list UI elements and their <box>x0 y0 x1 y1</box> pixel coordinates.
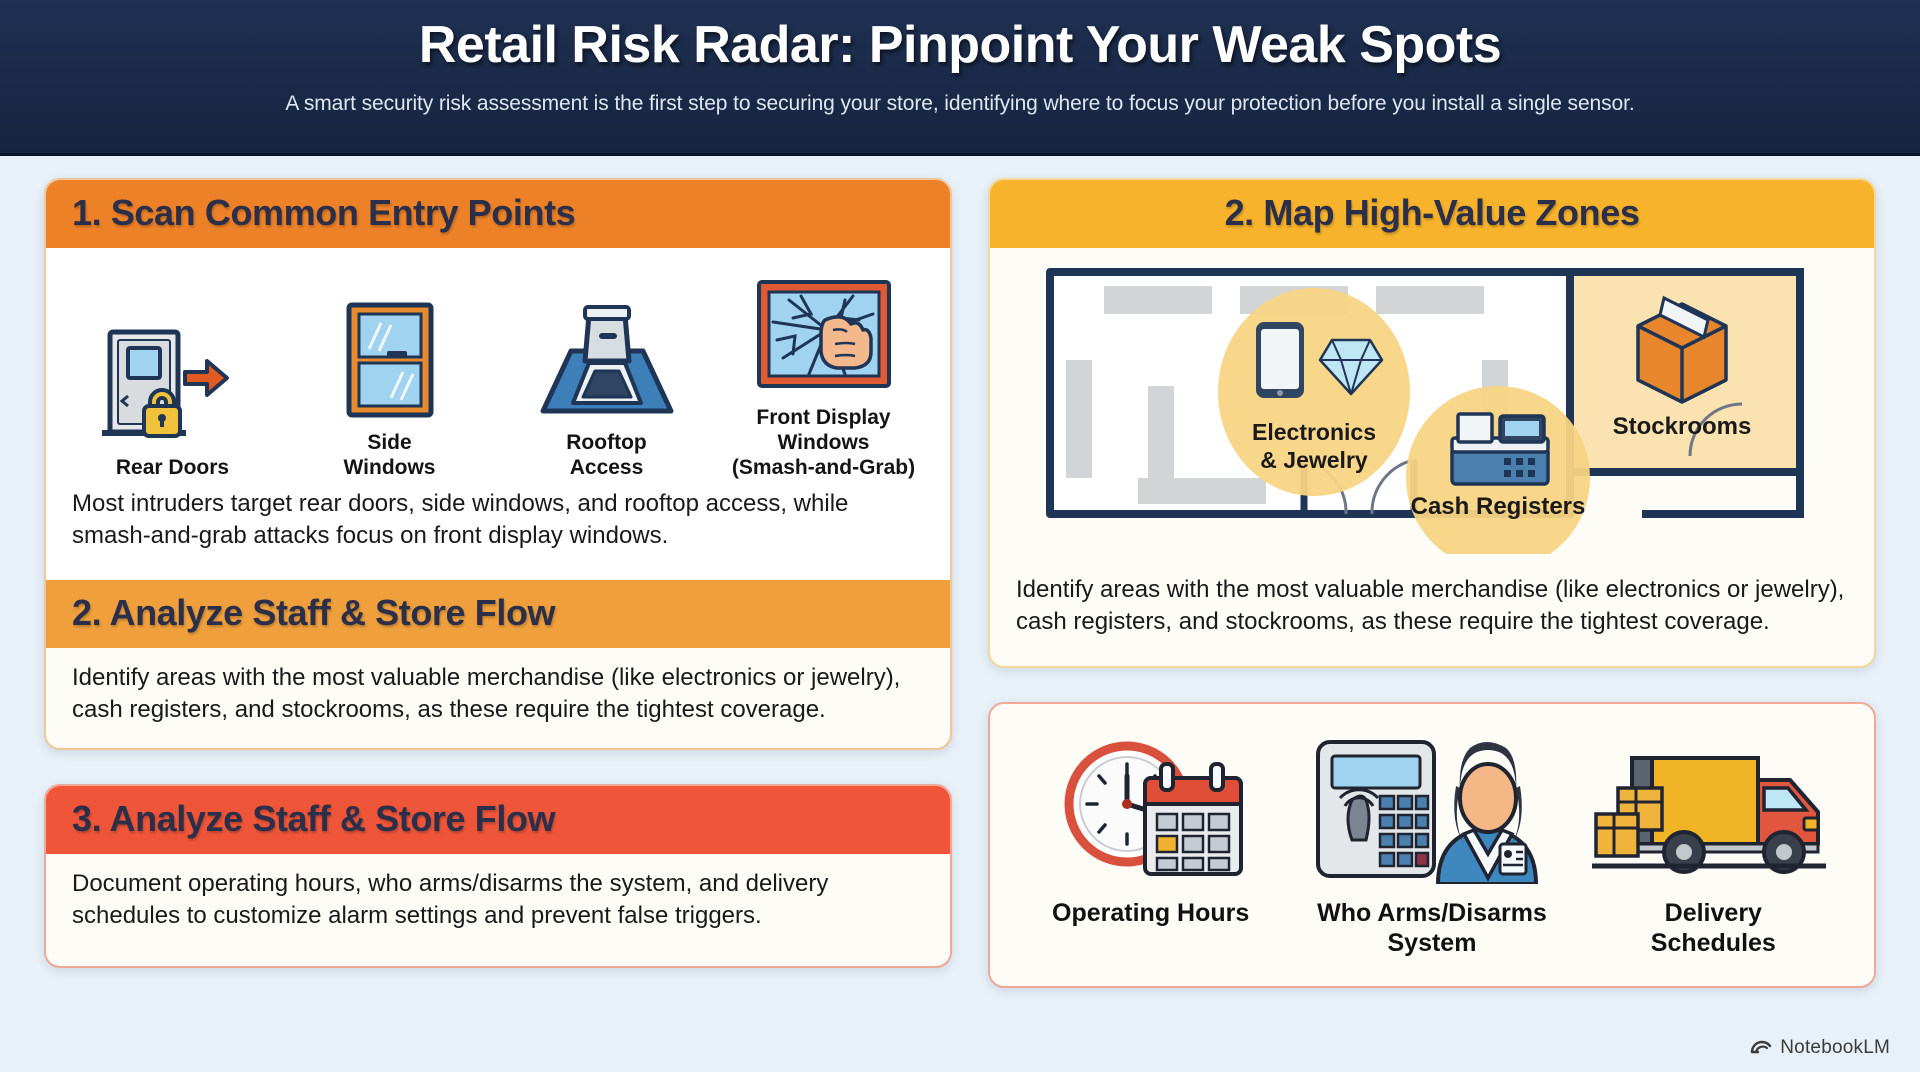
page-title: Retail Risk Radar: Pinpoint Your Weak Sp… <box>418 16 1502 74</box>
zone-label-cash-registers: Cash Registers <box>1411 493 1586 520</box>
entry-point-side-windows: Side Windows <box>285 295 495 481</box>
feature-delivery-schedules: Delivery Schedules <box>1583 734 1843 958</box>
section-1-body: Most intruders target rear doors, side w… <box>46 484 950 575</box>
entry-point-rooftop-access: Rooftop Access <box>502 295 712 481</box>
feature-label-line1: Who Arms/Disarms <box>1317 898 1547 927</box>
smashed-window-fist-icon <box>749 270 899 396</box>
zone-label-electronics-line1: Electronics <box>1252 419 1376 445</box>
section-1-content: Rear Doors <box>46 248 950 581</box>
section-1-heading: 1. Scan Common Entry Points <box>46 180 950 248</box>
icon-label: Rooftop Access <box>566 431 646 481</box>
zone-label-electronics-line2: & Jewelry <box>1260 447 1368 473</box>
map-zones-heading: 2. Map High-Value Zones <box>990 180 1874 248</box>
card-map-high-value-zones: 2. Map High-Value Zones <box>988 178 1876 668</box>
zone-label-stockrooms: Stockrooms <box>1613 413 1752 440</box>
section-2-heading: 2. Analyze Staff & Store Flow <box>46 580 950 649</box>
delivery-truck-icon <box>1583 734 1843 884</box>
section-2-body: Identify areas with the most valuable me… <box>72 664 901 724</box>
feature-operating-hours: Operating Hours <box>1021 734 1281 928</box>
infographic-body: 1. Scan Common Entry Points <box>0 156 1920 1072</box>
icon-label-line2: Windows <box>343 455 436 479</box>
page-header: Retail Risk Radar: Pinpoint Your Weak Sp… <box>0 0 1920 156</box>
entry-point-front-display-windows: Front Display Windows (Smash-and-Grab) <box>719 270 929 480</box>
card-scan-entry-points: 1. Scan Common Entry Points <box>44 178 952 750</box>
watermark-label: NotebookLM <box>1780 1037 1890 1058</box>
clock-and-calendar-icon <box>1021 734 1281 884</box>
notebooklm-logo-icon <box>1750 1036 1772 1060</box>
entry-point-icon-row: Rear Doors <box>46 248 950 485</box>
icon-label-line1: Front Display Windows <box>756 406 891 454</box>
feature-who-arms-disarms: Who Arms/Disarms System <box>1302 734 1562 958</box>
icon-label-line1: Rooftop <box>566 430 647 454</box>
card-analyze-staff-store-flow: 3. Analyze Staff & Store Flow Document o… <box>44 783 952 968</box>
feature-label-line1: Delivery <box>1664 898 1762 927</box>
card-staff-schedule-features: Operating Hours <box>988 701 1876 988</box>
roof-hatch-icon <box>527 295 687 421</box>
left-column: 1. Scan Common Entry Points <box>44 178 952 968</box>
icon-label: Side Windows <box>344 431 436 481</box>
keypad-and-employee-icon <box>1302 734 1562 884</box>
right-column: 2. Map High-Value Zones <box>988 178 1876 988</box>
feature-label: Who Arms/Disarms System <box>1302 898 1562 958</box>
feature-label-line2: Schedules <box>1650 928 1776 957</box>
feature-label: Delivery Schedules <box>1583 898 1843 958</box>
map-zones-body: Identify areas with the most valuable me… <box>1016 576 1845 635</box>
feature-label-line2: System <box>1387 928 1477 957</box>
window-icon <box>335 295 445 421</box>
icon-label-line2: (Smash-and-Grab) <box>731 455 916 479</box>
entry-point-rear-doors: Rear Doors <box>68 320 278 481</box>
page-subtitle: A smart security risk assessment is the … <box>285 91 1635 115</box>
feature-label-line1: Operating Hours <box>1052 898 1250 927</box>
icon-label: Rear Doors <box>115 455 230 479</box>
door-with-padlock-icon <box>88 320 258 446</box>
icon-label-line1: Side <box>367 430 412 454</box>
icon-label-line2: Access <box>569 455 644 479</box>
feature-row: Operating Hours <box>990 704 1874 986</box>
feature-label: Operating Hours <box>1021 898 1281 928</box>
floor-plan: Electronics & Jewelry <box>990 248 1874 560</box>
section-3-heading: 3. Analyze Staff & Store Flow <box>46 785 950 854</box>
section-3-body: Document operating hours, who arms/disar… <box>72 869 829 929</box>
icon-label: Front Display Windows (Smash-and-Grab) <box>719 406 929 480</box>
watermark: NotebookLM <box>1750 1036 1890 1060</box>
